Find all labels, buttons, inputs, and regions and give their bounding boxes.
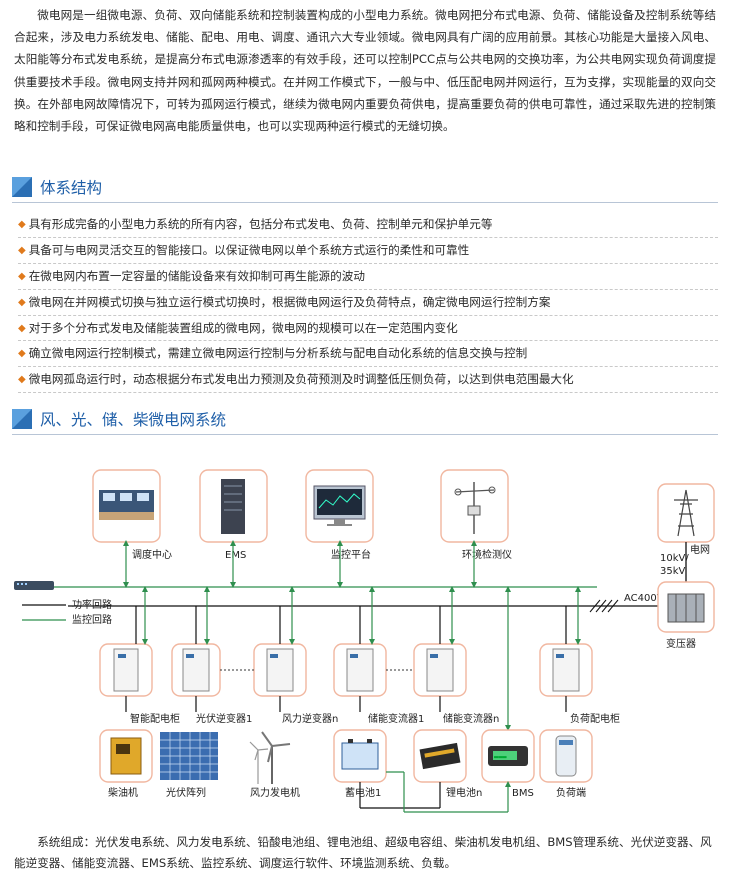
cabinet-load-distribution: [539, 643, 593, 697]
dispatch-center-box: [92, 469, 161, 543]
monitoring-platform-label: 监控平台: [331, 548, 371, 561]
section-divider: [12, 202, 718, 203]
monitor-links-top: [123, 540, 477, 588]
bottom-label: 光伏阵列: [166, 786, 206, 799]
diamond-bullet-icon: ◆: [18, 219, 26, 230]
ems-box: [199, 469, 268, 543]
lead-acid-battery-box: [333, 729, 387, 783]
section-title: 风、光、储、柴微电网系统: [40, 411, 227, 429]
list-item: ◆微电网孤岛运行时，动态根据分布式发电出力预测及负荷预测及时调整低压侧负荷，以达…: [18, 367, 718, 394]
cabinet-storage-converter-n: [413, 643, 467, 697]
diamond-bullet-icon: ◆: [18, 374, 26, 386]
monitoring-platform-box: [305, 469, 374, 543]
ac400v-label: AC400V: [624, 593, 664, 604]
environment-monitor-box: [440, 469, 509, 543]
list-item: ◆确立微电网运行控制模式，需建立微电网运行控制与分析系统与配电自动化系统的信息交…: [18, 341, 718, 368]
diamond-bullet-icon: ◆: [18, 348, 26, 360]
bottom-label: BMS: [512, 788, 534, 799]
grid-label: 电网: [690, 543, 710, 556]
cabinet-storage-converter-1: [333, 643, 387, 697]
bottom-label: 柴油机: [108, 786, 138, 799]
transformer-label: 变压器: [666, 637, 696, 650]
list-item: ◆在微电网内布置一定容量的储能设备来有效抑制可再生能源的波动: [18, 264, 718, 290]
list-item: ◆微电网在并网模式切换与独立运行模式切换时，根据微电网运行及负荷特点，确定微电网…: [18, 290, 718, 316]
environment-monitor-label: 环境检测仪: [462, 548, 512, 561]
bottom-label: 锂电池n: [446, 786, 482, 799]
cabinet-label: 负荷配电柜: [570, 712, 620, 725]
voltage-label-1: 10kV/: [660, 553, 689, 564]
section-heading-system: 风、光、储、柴微电网系统: [12, 408, 226, 430]
cabinet-pv-inverter: [171, 643, 221, 697]
cabinet-label: 风力逆变器n: [282, 712, 338, 725]
cabinet-label: 储能变流器1: [368, 712, 424, 725]
ems-label: EMS: [225, 550, 246, 561]
cabinet-smart-distribution: [99, 643, 153, 697]
diamond-bullet-icon: ◆: [18, 322, 26, 334]
list-item: ◆具有形成完备的小型电力系统的所有内容，包括分布式发电、负荷、控制单元和保护单元…: [18, 212, 718, 238]
pv-array-icon: [160, 732, 218, 780]
three-phase-hatch: [589, 599, 619, 613]
cabinet-label: 光伏逆变器1: [196, 712, 252, 725]
feature-list: ◆具有形成完备的小型电力系统的所有内容，包括分布式发电、负荷、控制单元和保护单元…: [18, 212, 718, 394]
cabinet-label: 智能配电柜: [130, 712, 180, 725]
system-composition: 系统组成：光伏发电系统、风力发电系统、铅酸电池组、锂电池组、超级电容组、柴油机发…: [14, 835, 712, 870]
lithium-battery-box: [413, 729, 467, 783]
section-square-icon: [12, 409, 32, 429]
transformer-box: [657, 581, 715, 633]
diamond-bullet-icon: ◆: [18, 296, 26, 308]
diamond-bullet-icon: ◆: [18, 244, 26, 256]
monitor-links-cabinets: [142, 586, 581, 731]
cabinet-wind-inverter: [253, 643, 307, 697]
diamond-bullet-icon: ◆: [18, 270, 26, 282]
bms-screen-icon: ▬▬▬: [494, 753, 507, 761]
cabinet-to-device-lines: [125, 696, 567, 712]
wind-turbine-icon: [249, 731, 291, 784]
microgrid-system-diagram: AC400V 功率回路 监控回路 调度中心 EMS 监控平台 环境检测仪: [14, 469, 715, 813]
bms-monitor-links: [386, 771, 511, 813]
section-title: 体系结构: [40, 179, 103, 197]
bottom-label: 负荷端: [556, 786, 586, 799]
power-drops: [135, 606, 567, 644]
legend-monitor-label: 监控回路: [72, 613, 112, 626]
section-heading-architecture: 体系结构: [12, 176, 102, 198]
list-item: ◆具备可与电网灵活交互的智能接口。以保证微电网以单个系统方式运行的柔性和可靠性: [18, 238, 718, 264]
bottom-label: 风力发电机: [250, 786, 300, 799]
bms-box: ▬▬▬: [481, 729, 535, 783]
section-divider: [12, 434, 718, 435]
diesel-generator-box: [99, 729, 153, 783]
legend-power-label: 功率回路: [72, 598, 112, 611]
list-item: ◆对于多个分布式发电及储能装置组成的微电网，微电网的规模可以在一定范围内变化: [18, 316, 718, 342]
cabinet-label: 储能变流器n: [443, 712, 499, 725]
voltage-label-2: 35kV: [660, 566, 686, 577]
intro-paragraph: 微电网是一组微电源、负荷、双向储能系统和控制装置构成的小型电力系统。微电网把分布…: [14, 8, 716, 134]
section-square-icon: [12, 177, 32, 197]
dispatch-center-label: 调度中心: [132, 548, 172, 561]
load-terminal-box: [539, 729, 593, 783]
bottom-label: 蓄电池1: [345, 786, 381, 799]
network-switch-icon: [14, 581, 54, 590]
storage-bottom-lines: [359, 782, 441, 809]
grid-tower-box: [657, 483, 715, 543]
